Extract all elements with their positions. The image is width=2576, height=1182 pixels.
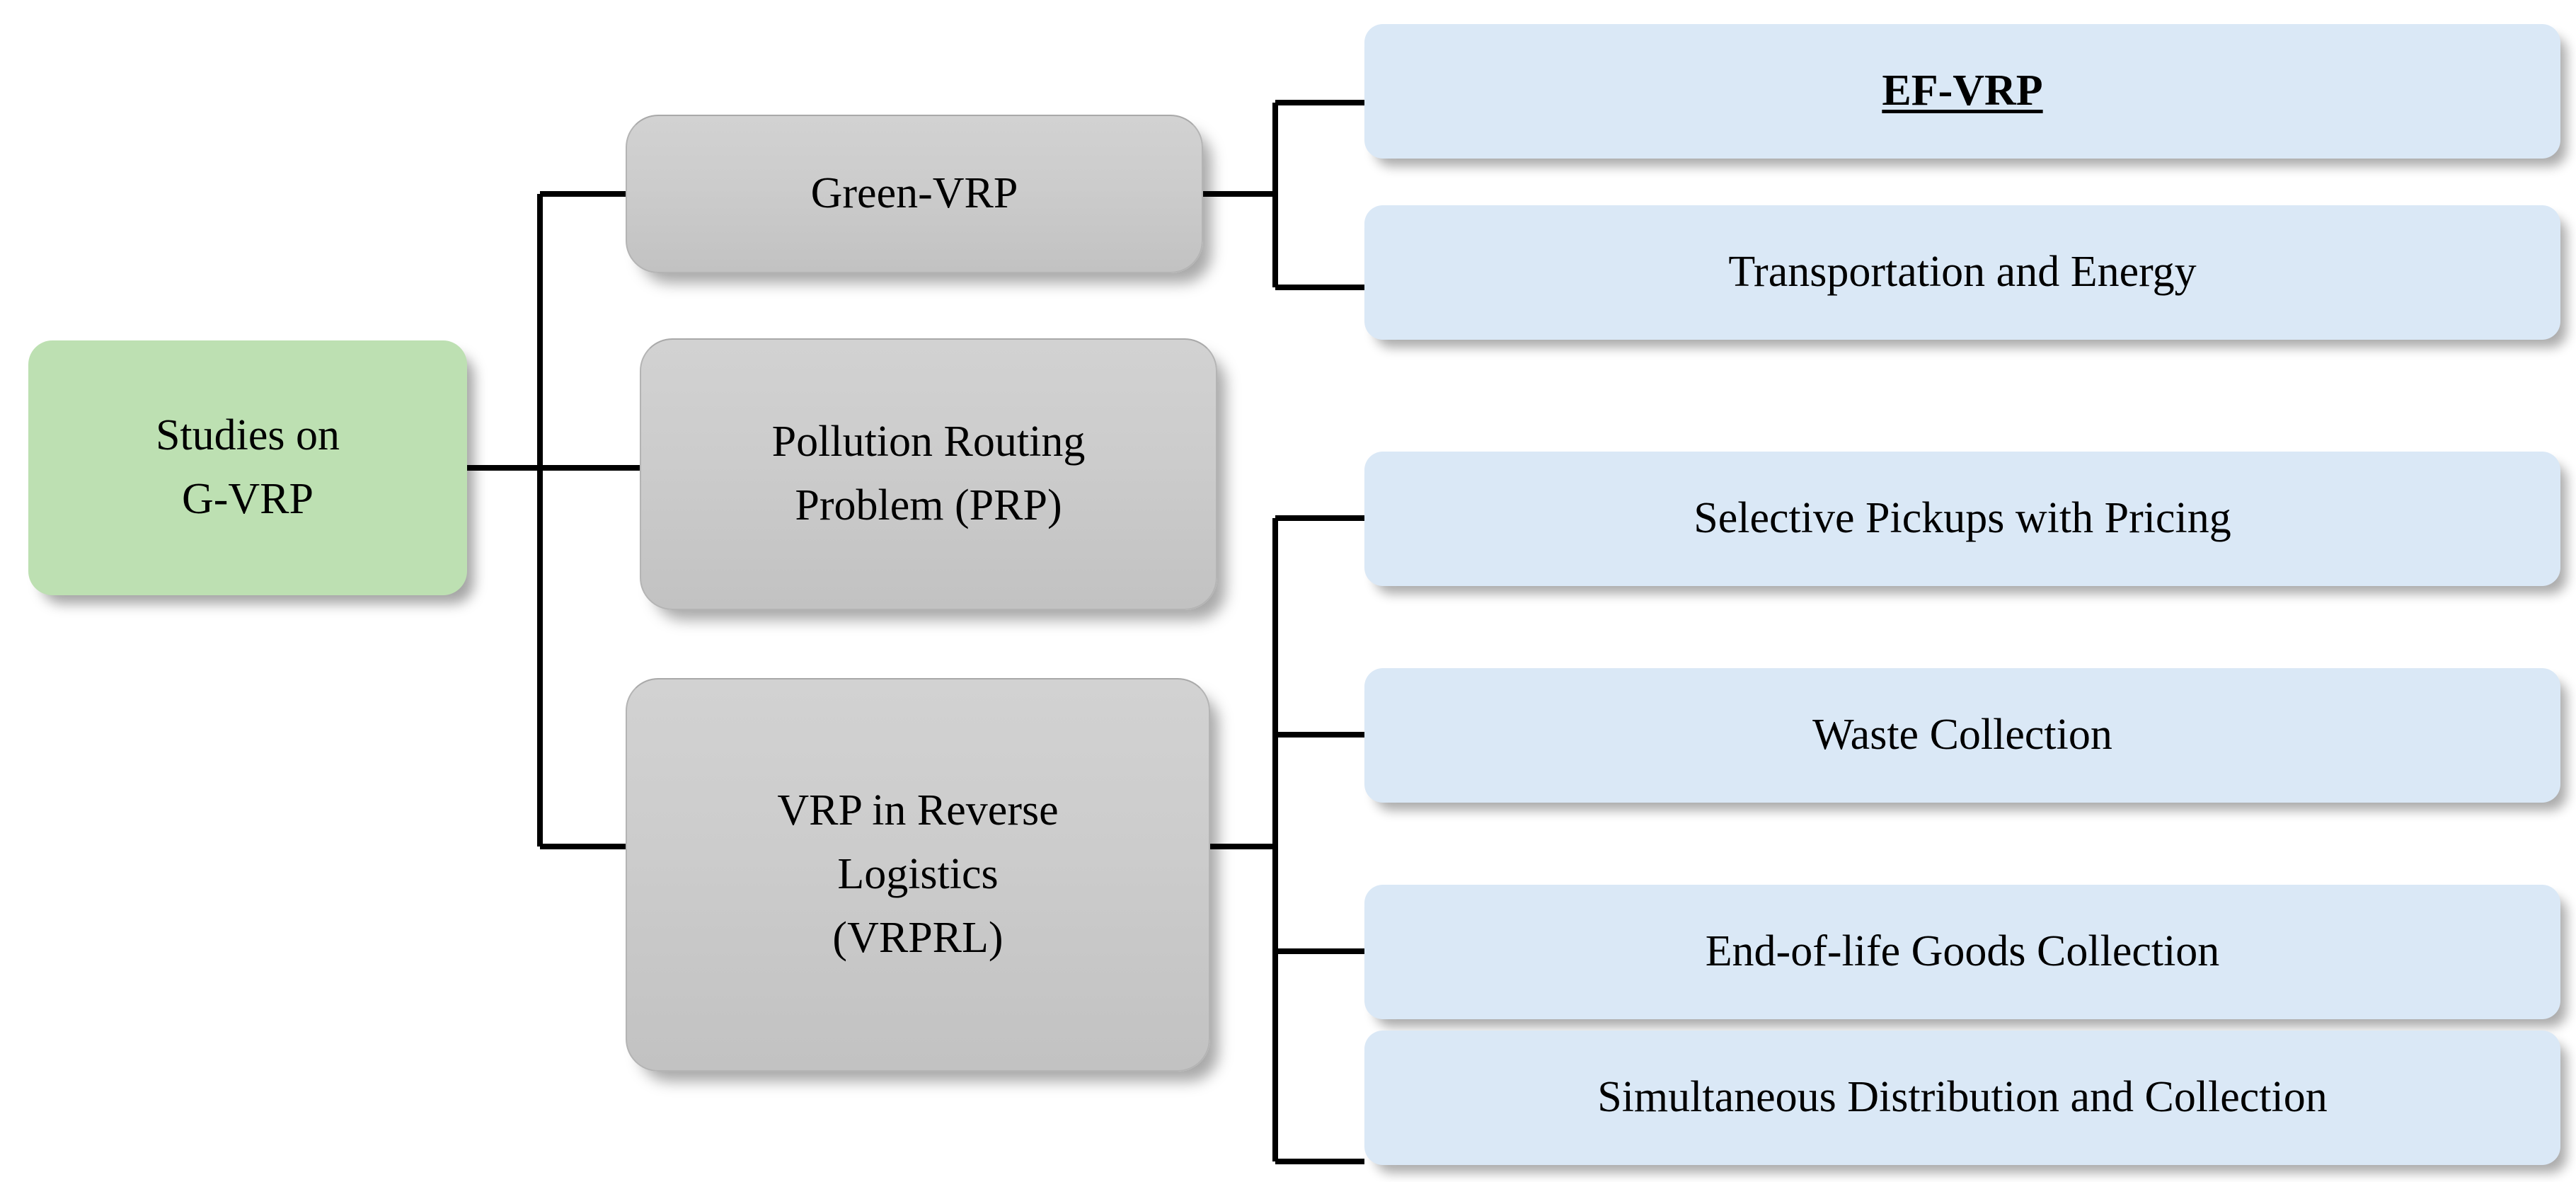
node-studies-on-g-vrp[interactable]: Studies on G-VRP bbox=[28, 340, 467, 595]
node-pollution-routing-problem[interactable]: Pollution Routing Problem (PRP) bbox=[640, 338, 1217, 610]
node-selective-pickups-with-pricing[interactable]: Selective Pickups with Pricing bbox=[1364, 452, 2560, 586]
prp-line-1: Pollution Routing bbox=[771, 418, 1086, 466]
node-transportation-and-energy-label: Transportation and Energy bbox=[1728, 248, 2197, 297]
node-selective-pickups-with-pricing-label: Selective Pickups with Pricing bbox=[1694, 494, 2231, 543]
node-green-vrp[interactable]: Green-VRP bbox=[626, 115, 1203, 273]
node-ef-vrp[interactable]: EF-VRP bbox=[1364, 24, 2560, 159]
node-vrp-in-reverse-logistics-label: VRP in Reverse Logistics (VRPRL) bbox=[627, 779, 1209, 970]
node-simultaneous-distribution-and-collection-label: Simultaneous Distribution and Collection bbox=[1597, 1073, 2328, 1122]
root-line-2: G-VRP bbox=[181, 475, 314, 523]
node-ef-vrp-label: EF-VRP bbox=[1882, 67, 2043, 115]
node-studies-on-g-vrp-label: Studies on G-VRP bbox=[28, 404, 467, 532]
node-simultaneous-distribution-and-collection[interactable]: Simultaneous Distribution and Collection bbox=[1364, 1031, 2560, 1165]
node-vrp-in-reverse-logistics[interactable]: VRP in Reverse Logistics (VRPRL) bbox=[626, 678, 1210, 1072]
node-waste-collection-label: Waste Collection bbox=[1812, 711, 2112, 759]
node-green-vrp-label: Green-VRP bbox=[627, 162, 1202, 226]
vrprl-line-1: VRP in Reverse bbox=[777, 786, 1059, 835]
node-waste-collection[interactable]: Waste Collection bbox=[1364, 668, 2560, 803]
vrprl-line-3: (VRPRL) bbox=[832, 913, 1004, 962]
node-end-of-life-goods-collection-label: End-of-life Goods Collection bbox=[1705, 927, 2220, 976]
green-vrp-line-1: Green-VRP bbox=[810, 169, 1018, 218]
prp-line-2: Problem (PRP) bbox=[795, 481, 1062, 529]
vrprl-line-2: Logistics bbox=[837, 850, 999, 899]
node-end-of-life-goods-collection[interactable]: End-of-life Goods Collection bbox=[1364, 885, 2560, 1019]
node-transportation-and-energy[interactable]: Transportation and Energy bbox=[1364, 205, 2560, 340]
root-line-1: Studies on bbox=[155, 411, 340, 460]
node-pollution-routing-problem-label: Pollution Routing Problem (PRP) bbox=[641, 411, 1216, 538]
